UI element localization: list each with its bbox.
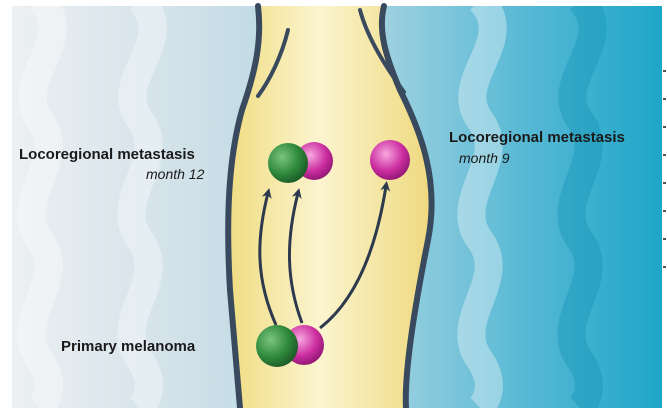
primary-melanoma-label: Primary melanoma: [61, 338, 195, 355]
right-metastasis-time: month 9: [459, 150, 510, 166]
right-metastasis-title: Locoregional metastasis: [449, 129, 625, 146]
margin-mark: [663, 238, 666, 240]
margin-mark: [663, 210, 666, 212]
margin-mark: [663, 266, 666, 268]
margin-mark: [663, 182, 666, 184]
margin-mark: [663, 98, 666, 100]
margin-mark: [663, 126, 666, 128]
primary-green-cell: [256, 325, 298, 367]
metastasis-green-cell: [268, 143, 308, 183]
page-margin: [662, 0, 667, 408]
left-metastasis-title: Locoregional metastasis: [19, 146, 195, 163]
left-metastasis-time: month 12: [146, 166, 204, 182]
margin-mark: [663, 70, 666, 72]
margin-mark: [663, 154, 666, 156]
metastasis-month9-magenta-cell: [370, 140, 410, 180]
